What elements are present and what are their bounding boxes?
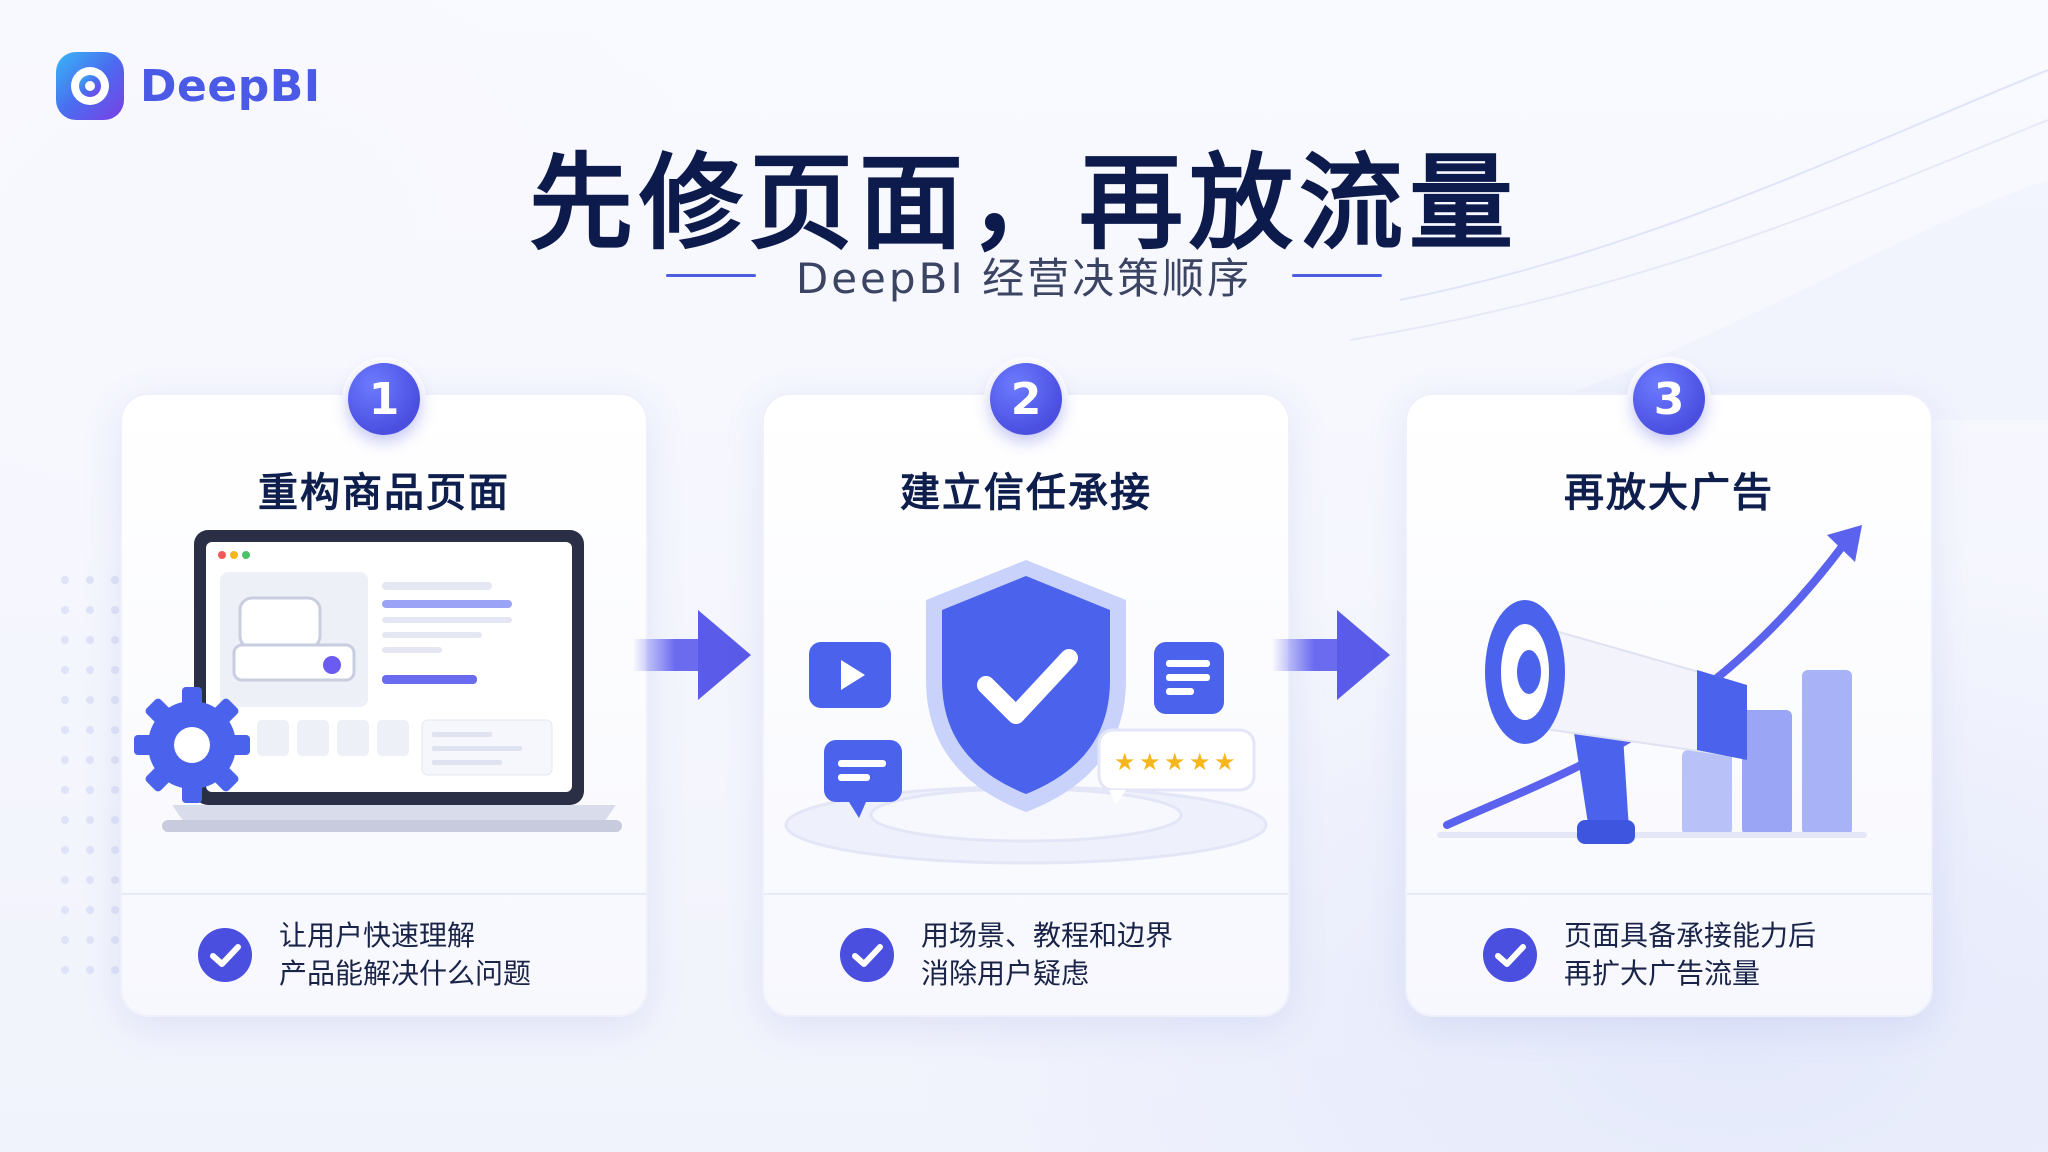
arrow-right-icon xyxy=(1272,610,1390,700)
step-badge-3: 3 xyxy=(1633,363,1705,435)
arrow-right-icon xyxy=(633,610,751,700)
laptop-icon xyxy=(134,530,622,832)
check-circle-icon xyxy=(1483,928,1537,982)
svg-text:★: ★ xyxy=(1214,748,1236,776)
page-title: 先修页面，再放流量 xyxy=(528,142,1519,264)
megaphone-icon xyxy=(1437,525,1867,844)
subtitle-row: DeepBI 经营决策顺序 xyxy=(0,245,2048,306)
step-title-2: 建立信任承接 xyxy=(900,470,1152,516)
decorative-dots xyxy=(61,576,119,974)
subtitle-line-right xyxy=(1292,274,1383,277)
step-line-1b: 产品能解决什么问题 xyxy=(279,957,532,990)
step-line-1a: 让用户快速理解 xyxy=(279,919,476,952)
page-subtitle: DeepBI 经营决策顺序 xyxy=(795,254,1253,303)
step-line-2a: 用场景、教程和边界 xyxy=(921,919,1174,952)
step-line-2b: 消除用户疑虑 xyxy=(921,957,1090,990)
shield-check-icon: ★ ★ ★ ★ ★ xyxy=(784,560,1268,865)
step-title-1: 重构商品页面 xyxy=(258,470,510,516)
step-description-1: 让用户快速理解 产品能解决什么问题 xyxy=(197,917,531,993)
step-description-3: 页面具备承接能力后 再扩大广告流量 xyxy=(1482,917,1816,993)
step-card-1: 1 重构商品页面 xyxy=(120,363,648,1017)
deepbi-logo-icon xyxy=(56,52,124,120)
step-badge-2: 2 xyxy=(990,363,1062,435)
step-description-2: 用场景、教程和边界 消除用户疑虑 xyxy=(839,917,1173,993)
subtitle-line-left xyxy=(665,274,756,277)
step-text-2: 用场景、教程和边界 消除用户疑虑 xyxy=(921,917,1173,993)
card-divider-3 xyxy=(1407,893,1931,895)
step-text-1: 让用户快速理解 产品能解决什么问题 xyxy=(279,917,531,993)
step-card-2: 2 建立信任承接 ★ ★ ★ ★ ★ 用场景、教程和 xyxy=(762,363,1290,1017)
svg-text:★: ★ xyxy=(1189,748,1211,776)
brand-name: DeepBI xyxy=(140,60,321,112)
svg-text:★: ★ xyxy=(1114,748,1136,776)
step-line-3a: 页面具备承接能力后 xyxy=(1564,919,1817,952)
step-title-3: 再放大广告 xyxy=(1564,470,1774,516)
card-divider-2 xyxy=(764,893,1288,895)
check-circle-icon xyxy=(198,928,252,982)
step-line-3b: 再扩大广告流量 xyxy=(1564,957,1761,990)
step-text-3: 页面具备承接能力后 再扩大广告流量 xyxy=(1564,917,1816,993)
svg-text:★: ★ xyxy=(1139,748,1161,776)
card-divider-1 xyxy=(122,893,646,895)
brand-logo[interactable]: DeepBI xyxy=(54,50,321,122)
check-circle-icon xyxy=(840,928,894,982)
step-badge-1: 1 xyxy=(348,363,420,435)
svg-text:★: ★ xyxy=(1164,748,1186,776)
step-card-3: 3 再放大广告 页面具备承接能力后 再扩大广告流量 xyxy=(1405,363,1933,1017)
